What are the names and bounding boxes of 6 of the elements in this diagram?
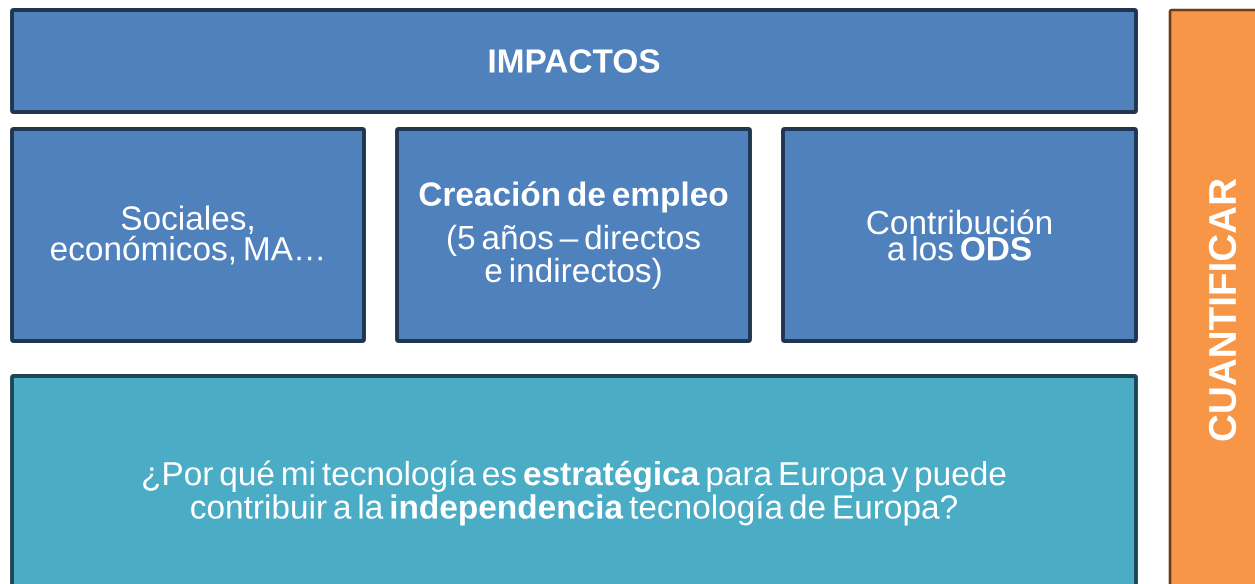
category-box: Sociales, económicos, MA… — [10, 127, 366, 343]
side-banner: CUANTIFICAR — [1168, 8, 1255, 584]
category-box: Creación de empleo (5 años – directos e indirectos) — [395, 127, 752, 343]
question-box: ¿Por qué mi tecnología es estratégica para Europa y puede contribuir a la independencia tecnología de Europa? — [10, 374, 1138, 584]
category-box: Contribución a los ODS — [781, 127, 1138, 343]
category-box: IMPACTOS — [10, 8, 1138, 114]
